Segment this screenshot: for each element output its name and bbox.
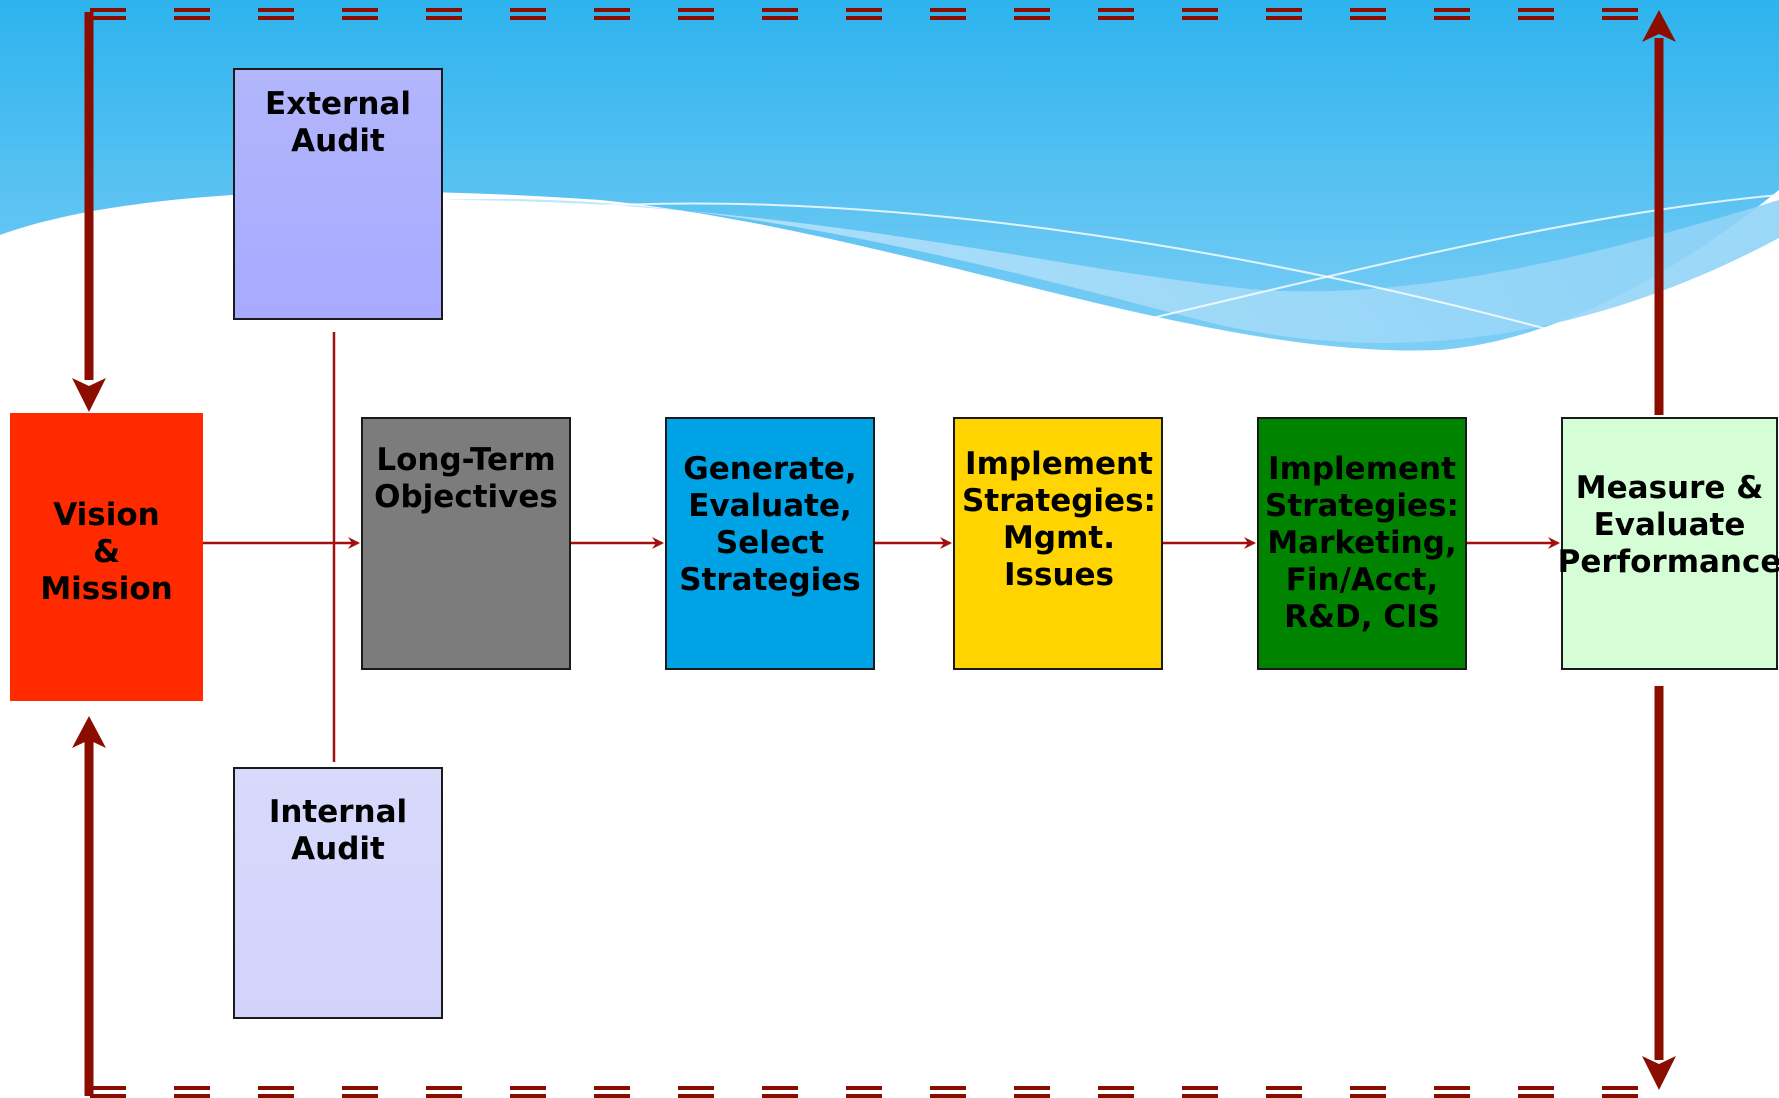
implement-mgmt-label: Implement Strategies: Mgmt. Issues	[962, 446, 1156, 593]
vision-mission-box: Vision & Mission	[10, 413, 203, 701]
generate-strategies-box: Generate, Evaluate, Select Strategies	[665, 417, 875, 670]
vision-mission-label: Vision & Mission	[40, 496, 173, 607]
external-audit-label: External Audit	[265, 86, 411, 159]
feedback-arrow-right-top	[1642, 10, 1676, 415]
implement-mgmt-box: Implement Strategies: Mgmt. Issues	[953, 417, 1163, 670]
generate-strategies-label: Generate, Evaluate, Select Strategies	[679, 451, 861, 598]
feedback-arrow-left-bottom	[72, 716, 106, 1096]
feedback-loop-bottom	[90, 1086, 1650, 1098]
implement-marketing-box: Implement Strategies: Marketing, Fin/Acc…	[1257, 417, 1467, 670]
implement-marketing-label: Implement Strategies: Marketing, Fin/Acc…	[1265, 451, 1459, 635]
external-audit-box: External Audit	[233, 68, 443, 320]
measure-evaluate-box: Measure & Evaluate Performance	[1557, 417, 1779, 670]
feedback-loop-top	[90, 8, 1650, 20]
measure-evaluate-label: Measure & Evaluate Performance	[1557, 470, 1779, 580]
feedback-arrow-left-top	[72, 12, 106, 412]
long-term-objectives-label: Long-Term Objectives	[374, 442, 558, 515]
long-term-objectives-box: Long-Term Objectives	[361, 417, 571, 670]
internal-audit-box: Internal Audit	[233, 767, 443, 1019]
feedback-arrow-right-bottom	[1642, 686, 1676, 1090]
internal-audit-label: Internal Audit	[268, 794, 408, 867]
